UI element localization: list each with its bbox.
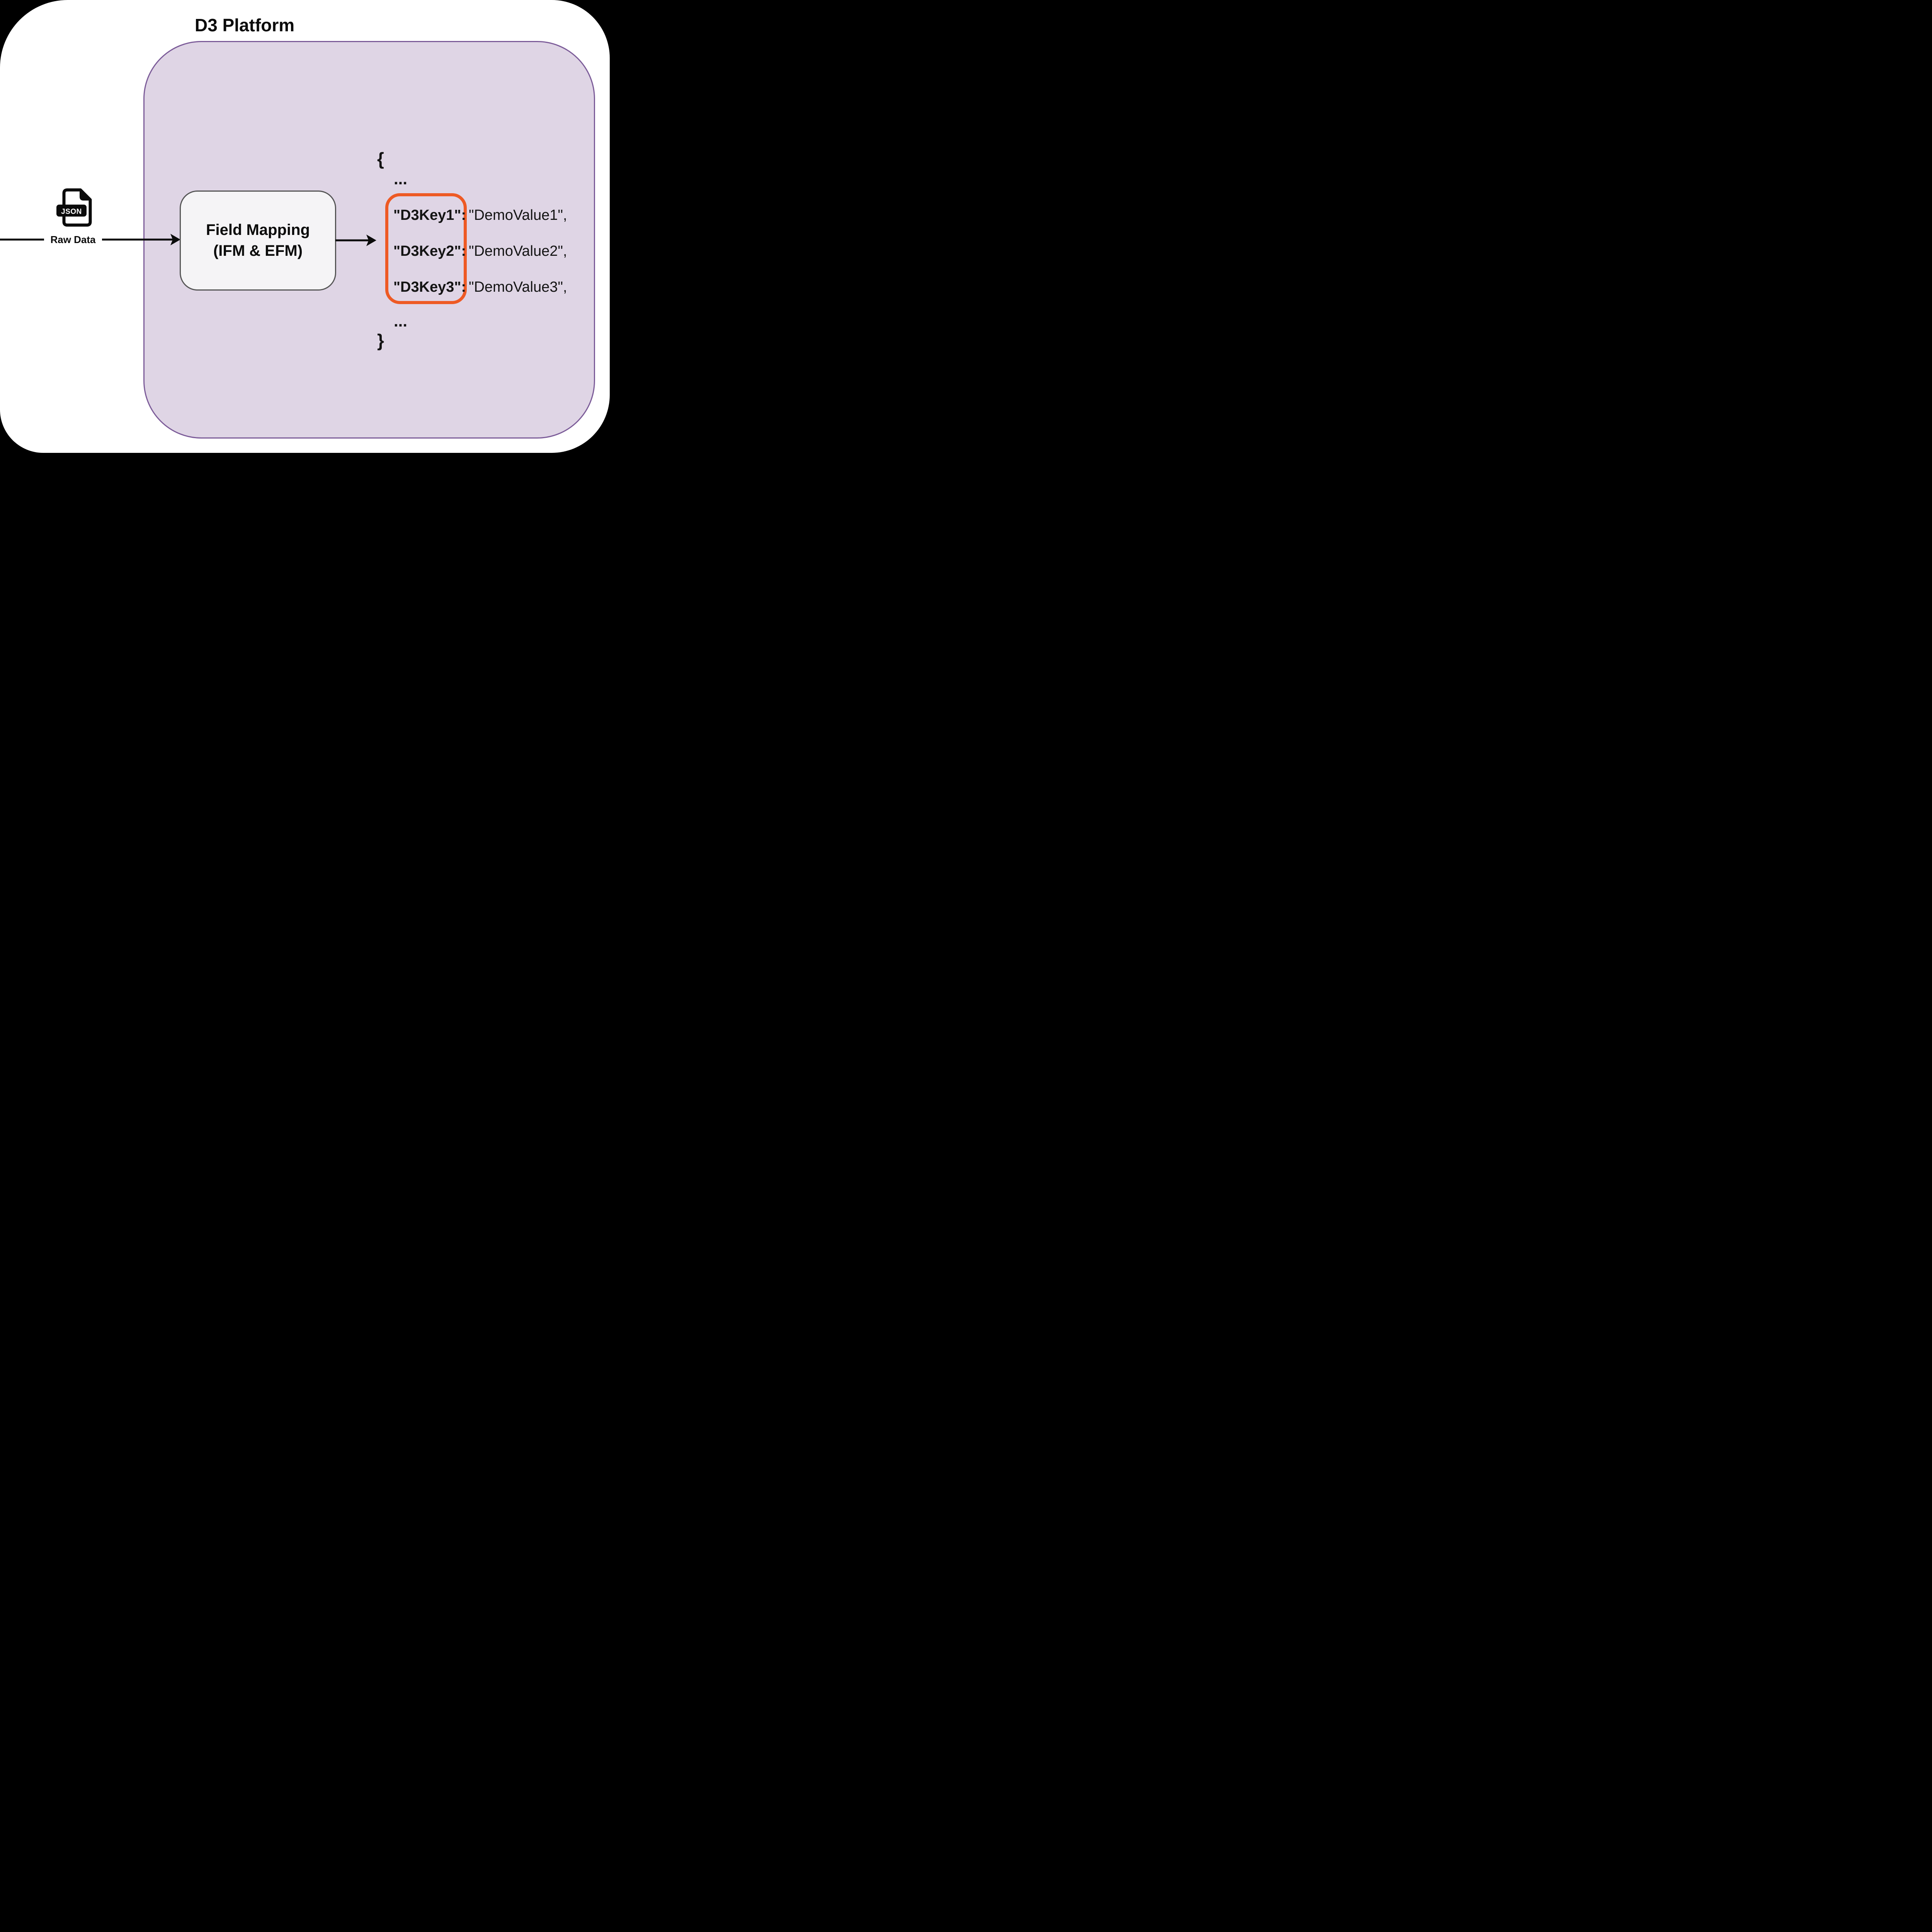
field-mapping-box: Field Mapping (IFM & EFM) — [180, 190, 336, 291]
json-key: "D3Key2": — [393, 243, 466, 259]
json-entry-row: "D3Key2":"DemoValue2", — [393, 242, 567, 261]
field-mapping-label-line1: Field Mapping — [206, 221, 310, 239]
diagram-title: D3 Platform — [195, 15, 295, 35]
json-entry-row: "D3Key3":"DemoValue3", — [393, 277, 567, 297]
close-brace: } — [377, 330, 384, 350]
ellipsis-top: ... — [394, 170, 408, 188]
field-mapping-label-line2: (IFM & EFM) — [213, 242, 303, 259]
open-brace: { — [377, 149, 384, 169]
badge-band — [56, 204, 87, 217]
json-badge-text: JSON — [61, 208, 82, 216]
ellipsis-bottom: ... — [394, 312, 408, 330]
json-value: "DemoValue3", — [469, 279, 567, 295]
diagram-canvas: D3 Platform JSON Raw Data Field Mapping … — [0, 0, 610, 453]
json-value: "DemoValue1", — [469, 207, 567, 223]
folded-corner — [80, 189, 91, 201]
json-file-icon: JSON — [56, 188, 92, 227]
json-key: "D3Key1": — [393, 207, 466, 223]
raw-data-label: Raw Data — [44, 231, 102, 248]
field-mapping-label: Field Mapping (IFM & EFM) — [206, 220, 310, 261]
json-value: "DemoValue2", — [469, 243, 567, 259]
json-key: "D3Key3": — [393, 279, 466, 295]
mapped-keys-highlight — [385, 193, 467, 304]
output-arrow — [335, 235, 376, 246]
json-entry-row: "D3Key1":"DemoValue1", — [393, 206, 567, 225]
